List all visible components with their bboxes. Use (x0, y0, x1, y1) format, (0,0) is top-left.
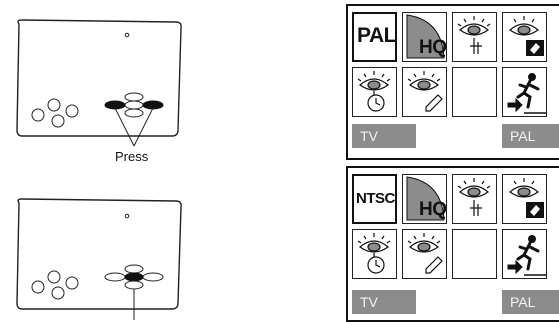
tv-footer-ntsc: TV (352, 290, 416, 314)
ntsc-tile-label: NTSC (356, 190, 395, 207)
eye-erase-tile-ntsc[interactable] (502, 174, 547, 224)
eye-erase-icon (509, 16, 544, 56)
exit-icon (507, 73, 546, 114)
eye-erase-icon (509, 178, 544, 218)
blank-tile-ntsc[interactable] (452, 229, 497, 279)
eye-edit-icon (457, 178, 491, 216)
eye-edit-tile-ntsc[interactable] (452, 174, 497, 224)
eye-erase-tile-pal[interactable] (502, 12, 547, 62)
system-format-tile-ntsc[interactable]: NTSC (352, 174, 397, 224)
press-caption: Press (115, 149, 149, 164)
exit-tile-ntsc[interactable] (502, 229, 547, 279)
hq-icon (406, 176, 445, 221)
system-format-tile-pal[interactable]: PAL (352, 12, 397, 62)
eye-pencil-tile-pal[interactable] (402, 67, 447, 117)
eye-timer-icon (357, 71, 391, 112)
pal-footer-ntsc: PAL (502, 290, 559, 314)
eye-timer-tile-pal[interactable] (352, 67, 397, 117)
eye-edit-icon (457, 16, 491, 54)
eye-timer-tile-ntsc[interactable] (352, 229, 397, 279)
blank-tile-pal[interactable] (452, 67, 497, 117)
eye-pencil-icon (407, 71, 443, 112)
exit-tile-pal[interactable] (502, 67, 547, 117)
tv-footer-pal: TV (352, 124, 416, 148)
eye-edit-tile-pal[interactable] (452, 12, 497, 62)
pal-footer-pal: PAL (502, 124, 559, 148)
exit-icon (507, 235, 546, 276)
hq-tile-ntsc[interactable]: HQ (402, 174, 447, 224)
hq-tile-pal[interactable]: HQ (402, 12, 447, 62)
eye-timer-icon (357, 233, 391, 274)
hq-tile-label: HQ (419, 199, 447, 220)
eye-pencil-tile-ntsc[interactable] (402, 229, 447, 279)
eye-pencil-icon (407, 233, 443, 274)
hq-icon (406, 14, 445, 59)
pal-tile-label: PAL (357, 24, 396, 47)
hq-tile-label: HQ (419, 37, 447, 58)
